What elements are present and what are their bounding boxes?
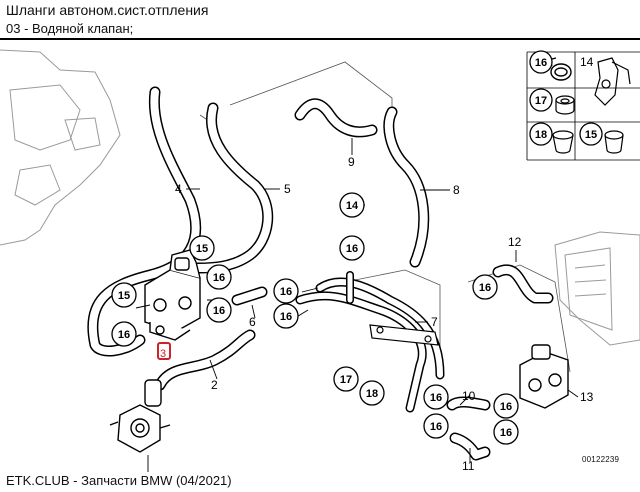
svg-text:16: 16 <box>280 286 292 298</box>
svg-text:16: 16 <box>535 57 547 69</box>
svg-text:18: 18 <box>366 388 378 400</box>
hose-2 <box>154 329 256 391</box>
header: Шланги автоном.сист.отпления 03 - Водяно… <box>0 0 640 40</box>
callout-15-left: 15 <box>111 282 137 308</box>
hose-6 <box>231 286 268 306</box>
svg-text:16: 16 <box>213 305 225 317</box>
hose-11 <box>449 432 491 461</box>
svg-text:16: 16 <box>430 392 442 404</box>
water-valve-13 <box>519 344 569 409</box>
plug-18-icon <box>552 130 574 154</box>
water-valve-main <box>144 249 201 341</box>
hose-10 <box>446 396 491 411</box>
svg-text:16: 16 <box>500 401 512 413</box>
svg-text:17: 17 <box>535 95 547 107</box>
callout-16-mid-a: 16 <box>273 278 299 304</box>
callout-16-low-d: 16 <box>493 419 519 445</box>
hose-8 <box>383 106 430 268</box>
label-11: 11 <box>462 459 475 472</box>
callout-15-valve-top: 15 <box>189 235 215 261</box>
diagram-subtitle: 03 - Водяной клапан; <box>6 21 134 36</box>
callout-16-valve-lower: 16 <box>206 297 232 323</box>
hose-5 <box>192 102 274 274</box>
highlighted-part-3 <box>157 342 171 360</box>
callout-18-main: 18 <box>359 380 385 406</box>
svg-text:16: 16 <box>118 329 130 341</box>
hose-9 <box>294 98 378 138</box>
label-9: 9 <box>348 155 355 169</box>
callout-14-main: 14 <box>339 192 365 218</box>
label-5: 5 <box>284 182 291 196</box>
callout-16-right-hose12: 16 <box>472 274 498 300</box>
callout-17-main: 17 <box>333 366 359 392</box>
svg-text:16: 16 <box>479 282 491 294</box>
footer-source: ETK.CLUB - Запчасти BMW (04/2021) <box>6 473 232 488</box>
svg-text:14: 14 <box>346 200 359 212</box>
label-14-grid: 14 <box>580 55 594 69</box>
circled-callouts: 14 16 15 16 16 15 16 16 16 17 18 16 16 1… <box>111 50 603 445</box>
label-6: 6 <box>249 315 256 329</box>
header-rule <box>0 38 640 40</box>
engine-outline <box>0 49 121 246</box>
svg-text:18: 18 <box>535 129 547 141</box>
label-7: 7 <box>431 315 438 329</box>
hose-4 <box>87 86 202 357</box>
diagram-ref-code: 00122239 <box>582 455 620 464</box>
parts-diagram: 1 2 3 4 5 6 7 8 9 10 11 12 13 14 14 16 1… <box>0 49 640 472</box>
svg-text:16: 16 <box>213 272 225 284</box>
label-2: 2 <box>211 378 218 392</box>
svg-text:16: 16 <box>430 421 442 433</box>
svg-text:15: 15 <box>196 243 208 255</box>
label-8: 8 <box>453 183 460 197</box>
label-13: 13 <box>580 390 594 404</box>
callout-16-low-c: 16 <box>493 393 519 419</box>
svg-text:15: 15 <box>118 290 130 302</box>
hose-bracket-icon <box>594 57 631 106</box>
callout-16-valve-right: 16 <box>206 264 232 290</box>
callout-15-grid: 15 <box>579 122 603 146</box>
pipe-bracket <box>369 324 439 346</box>
plug-15-icon <box>604 130 624 154</box>
svg-text:16: 16 <box>280 311 292 323</box>
callout-16-low-b: 16 <box>423 413 449 439</box>
svg-text:17: 17 <box>340 374 352 386</box>
water-pump-1 <box>109 379 171 453</box>
plain-labels: 1 2 3 4 5 6 7 8 9 10 11 12 13 14 <box>160 55 594 472</box>
label-3: 3 <box>160 348 166 360</box>
grommet-icon <box>555 95 575 115</box>
callout-16-low-a: 16 <box>423 384 449 410</box>
label-12: 12 <box>508 235 522 249</box>
callout-18-grid: 18 <box>529 122 553 146</box>
callout-16-grid: 16 <box>529 50 553 74</box>
hose-12 <box>492 264 554 304</box>
radiator-outline <box>554 231 640 346</box>
callout-16-mid-b: 16 <box>273 303 299 329</box>
callout-16-right: 16 <box>339 235 365 261</box>
svg-text:15: 15 <box>585 129 597 141</box>
diagram-title: Шланги автоном.сист.отпления <box>6 2 209 18</box>
label-10: 10 <box>462 389 476 403</box>
svg-text:16: 16 <box>346 243 358 255</box>
callout-17-grid: 17 <box>529 88 553 112</box>
callout-16-left: 16 <box>111 321 137 347</box>
label-4: 4 <box>175 182 182 196</box>
svg-text:16: 16 <box>500 427 512 439</box>
